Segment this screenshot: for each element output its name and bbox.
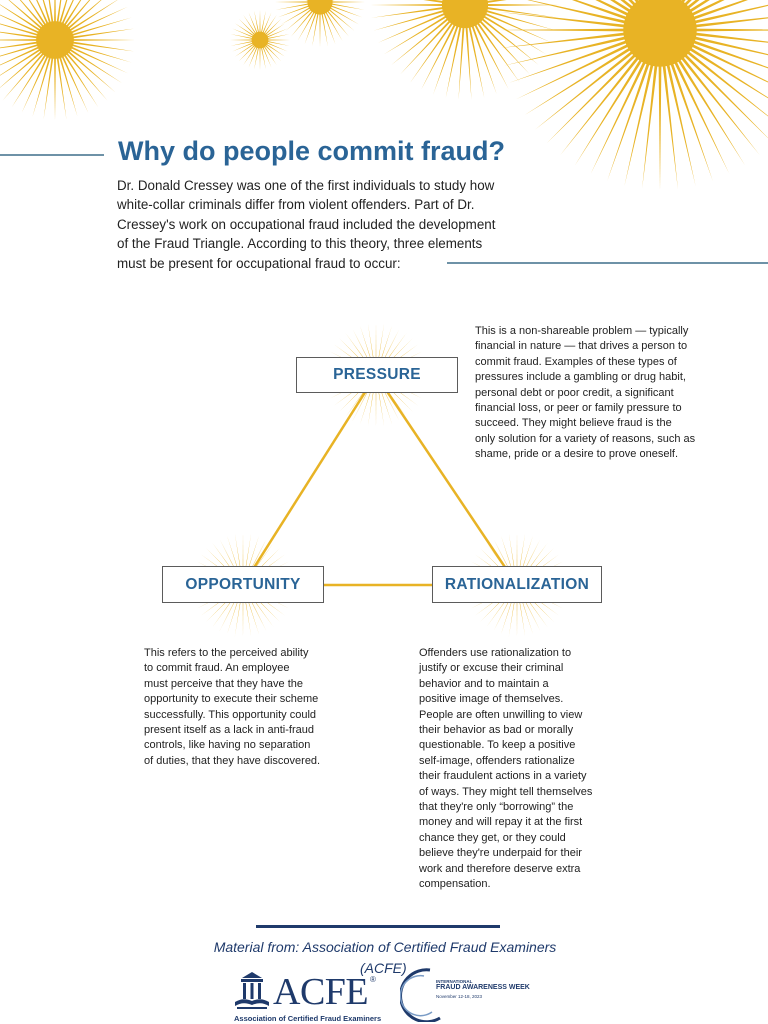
rationalization-line: Offenders use rationalization to — [419, 647, 572, 659]
pressure-line: financial loss, or peer or family pressu… — [475, 402, 682, 415]
page-title: Why do people commit fraud? — [118, 136, 506, 166]
opportunity-line: successfully. This opportunity could — [144, 708, 317, 721]
acfe-tagline: Association of Certified Fraud Examiners — [234, 1014, 382, 1023]
faw-overline: INTERNATIONAL — [436, 979, 473, 984]
intro-line: of the Fraud Triangle. According to this… — [117, 236, 483, 252]
registered-mark: ® — [370, 975, 376, 984]
decoration-layer — [0, 0, 768, 637]
footer-rule — [256, 925, 500, 928]
sunburst-top-left — [0, 0, 135, 120]
rationalization-line: that they're only “borrowing” the — [419, 801, 574, 814]
sunburst-decoration — [0, 0, 768, 190]
rationalization-line: positive image of themselves. — [419, 693, 564, 706]
rationalization-description: Offenders use rationalization to justify… — [419, 646, 629, 893]
rationalization-line: questionable. To keep a positive — [419, 739, 576, 752]
rationalization-line: justify or excuse their criminal — [419, 662, 564, 675]
rationalization-line: self-image, offenders rationalize — [419, 754, 575, 767]
rationalization-box: RATIONALIZATION — [432, 566, 602, 603]
opportunity-box: OPPORTUNITY — [162, 566, 324, 603]
rationalization-line: their behavior as bad or morally — [419, 724, 574, 737]
sunburst-top-center — [370, 0, 560, 100]
intro-line: white-collar criminals differ from viole… — [117, 197, 475, 213]
intro-paragraph: Dr. Donald Cressey was one of the first … — [117, 176, 557, 273]
acfe-wordmark: ACFE — [273, 971, 369, 1013]
source-credit-cont: (ACFE) — [360, 960, 407, 976]
intro-line: Cressey's work on occupational fraud inc… — [117, 216, 496, 232]
rationalization-line: People are often unwilling to view — [419, 708, 583, 721]
source-credit: Material from: Association of Certified … — [213, 939, 557, 955]
triangle-edge-right — [374, 374, 519, 586]
pressure-description: This is a non-shareable problem — typica… — [475, 324, 735, 463]
sunburst-top-mid — [275, 0, 365, 47]
rationalization-line: money and will repay it at the first — [419, 816, 583, 829]
opportunity-line: of duties, that they have discovered. — [144, 754, 321, 767]
rationalization-line: work and therefore deserve extra — [419, 862, 581, 875]
intro-line: must be present for occupational fraud t… — [117, 255, 401, 271]
faw-title: FRAUD AWARENESS WEEK — [436, 984, 530, 991]
opportunity-line: This refers to the perceived ability — [144, 647, 309, 659]
sunburst-top-right — [500, 0, 768, 190]
pressure-box: PRESSURE — [296, 357, 458, 393]
sunburst-top-small — [230, 10, 290, 70]
rationalization-line: compensation. — [419, 878, 491, 891]
rationalization-line: their fraudulent actions in a variety — [419, 770, 587, 783]
opportunity-line: to commit fraud. An employee — [144, 662, 290, 675]
opportunity-line: opportunity to execute their scheme — [144, 693, 319, 706]
faw-dates: November 12-18, 2023 — [436, 994, 483, 999]
acfe-emblem-icon — [235, 972, 269, 1009]
opportunity-description: This refers to the perceived ability to … — [144, 646, 354, 769]
pressure-line: shame, pride or a desire to prove onesel… — [475, 448, 679, 461]
opportunity-line: controls, like having no separation — [144, 739, 311, 752]
pressure-line: financial in nature — that drives a pers… — [475, 340, 688, 353]
pressure-line: succeed. They might believe fraud is the — [475, 417, 672, 430]
rationalization-line: behavior and to maintain a — [419, 677, 549, 690]
fraud-awareness-week-logo-icon — [400, 968, 441, 1022]
rationalization-line: of ways. They might tell themselves — [419, 785, 593, 798]
pressure-line: This is a non-shareable problem — typica… — [475, 325, 689, 337]
opportunity-line: present itself as a lack in anti-fraud — [144, 724, 314, 737]
rationalization-line: chance they get, or they could — [419, 831, 566, 844]
triangle-edge-left — [241, 374, 378, 586]
opportunity-line: must perceive that they have the — [144, 677, 303, 690]
rationalization-line: believe they're underpaid for their — [419, 847, 582, 860]
pressure-line: commit fraud. Examples of these types of — [475, 355, 677, 368]
pressure-line: personal debt or poor credit, a signific… — [475, 386, 674, 399]
pressure-line: pressures include a gambling or drug hab… — [475, 371, 686, 384]
intro-line: Dr. Donald Cressey was one of the first … — [117, 178, 495, 193]
pressure-line: only solution for a variety of reasons, … — [475, 432, 696, 445]
